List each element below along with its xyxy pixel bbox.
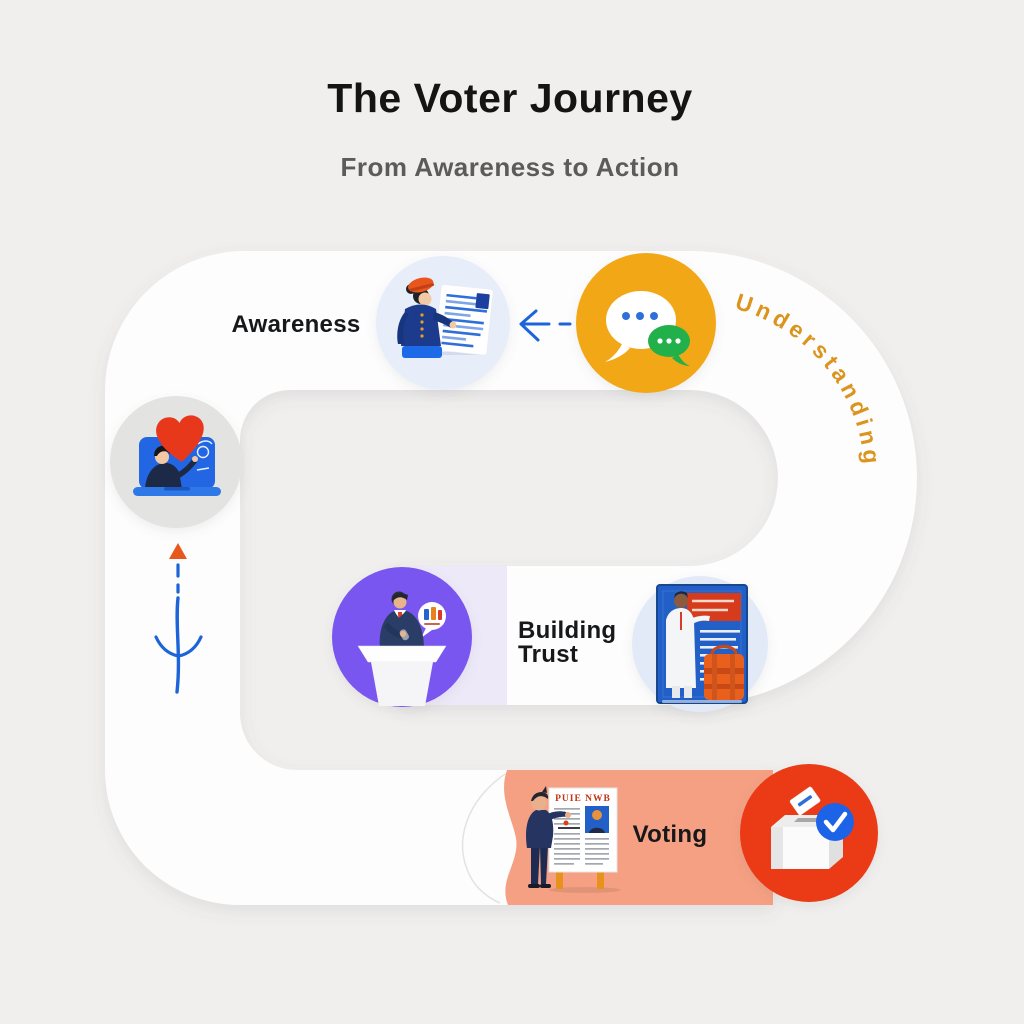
understanding-stage xyxy=(576,253,716,393)
stage-label-awareness: Awareness xyxy=(231,311,360,338)
up-dashed-arrow-icon xyxy=(154,543,203,694)
suitcase-icon xyxy=(704,645,744,700)
reader-woman xyxy=(397,277,457,358)
presenter-man xyxy=(526,786,571,888)
canvassing-stage xyxy=(632,576,768,712)
page-title: The Voter Journey xyxy=(327,75,692,121)
stage-label-voting: Voting xyxy=(633,821,708,848)
red-sign xyxy=(687,593,741,621)
voting-stage xyxy=(740,764,878,902)
chat-bubbles-icon xyxy=(605,291,690,366)
left-dashed-arrow-icon xyxy=(519,309,572,342)
stage-label-trust: Trust xyxy=(518,641,578,668)
page-subtitle: From Awareness to Action xyxy=(341,152,680,182)
building-trust-stage xyxy=(332,567,472,707)
heart-icon xyxy=(156,415,204,462)
connection-stage xyxy=(110,396,242,528)
check-circle-icon xyxy=(816,803,854,841)
decorative-curl-line xyxy=(461,773,506,904)
arrowhead-triangle xyxy=(169,543,187,559)
poster-title: PUIE NWB xyxy=(555,794,611,804)
heart-laptop-icon xyxy=(133,415,221,496)
ballot-box-check-icon xyxy=(771,786,854,869)
awareness-illustration xyxy=(376,256,510,390)
campaign-board-illustration: PUIE NWB xyxy=(526,786,621,893)
stage-label-building: Building xyxy=(518,617,616,644)
podium-speaker-illustration xyxy=(357,591,447,706)
blue-skirt xyxy=(402,346,442,358)
door-poster-illustration xyxy=(656,584,748,704)
